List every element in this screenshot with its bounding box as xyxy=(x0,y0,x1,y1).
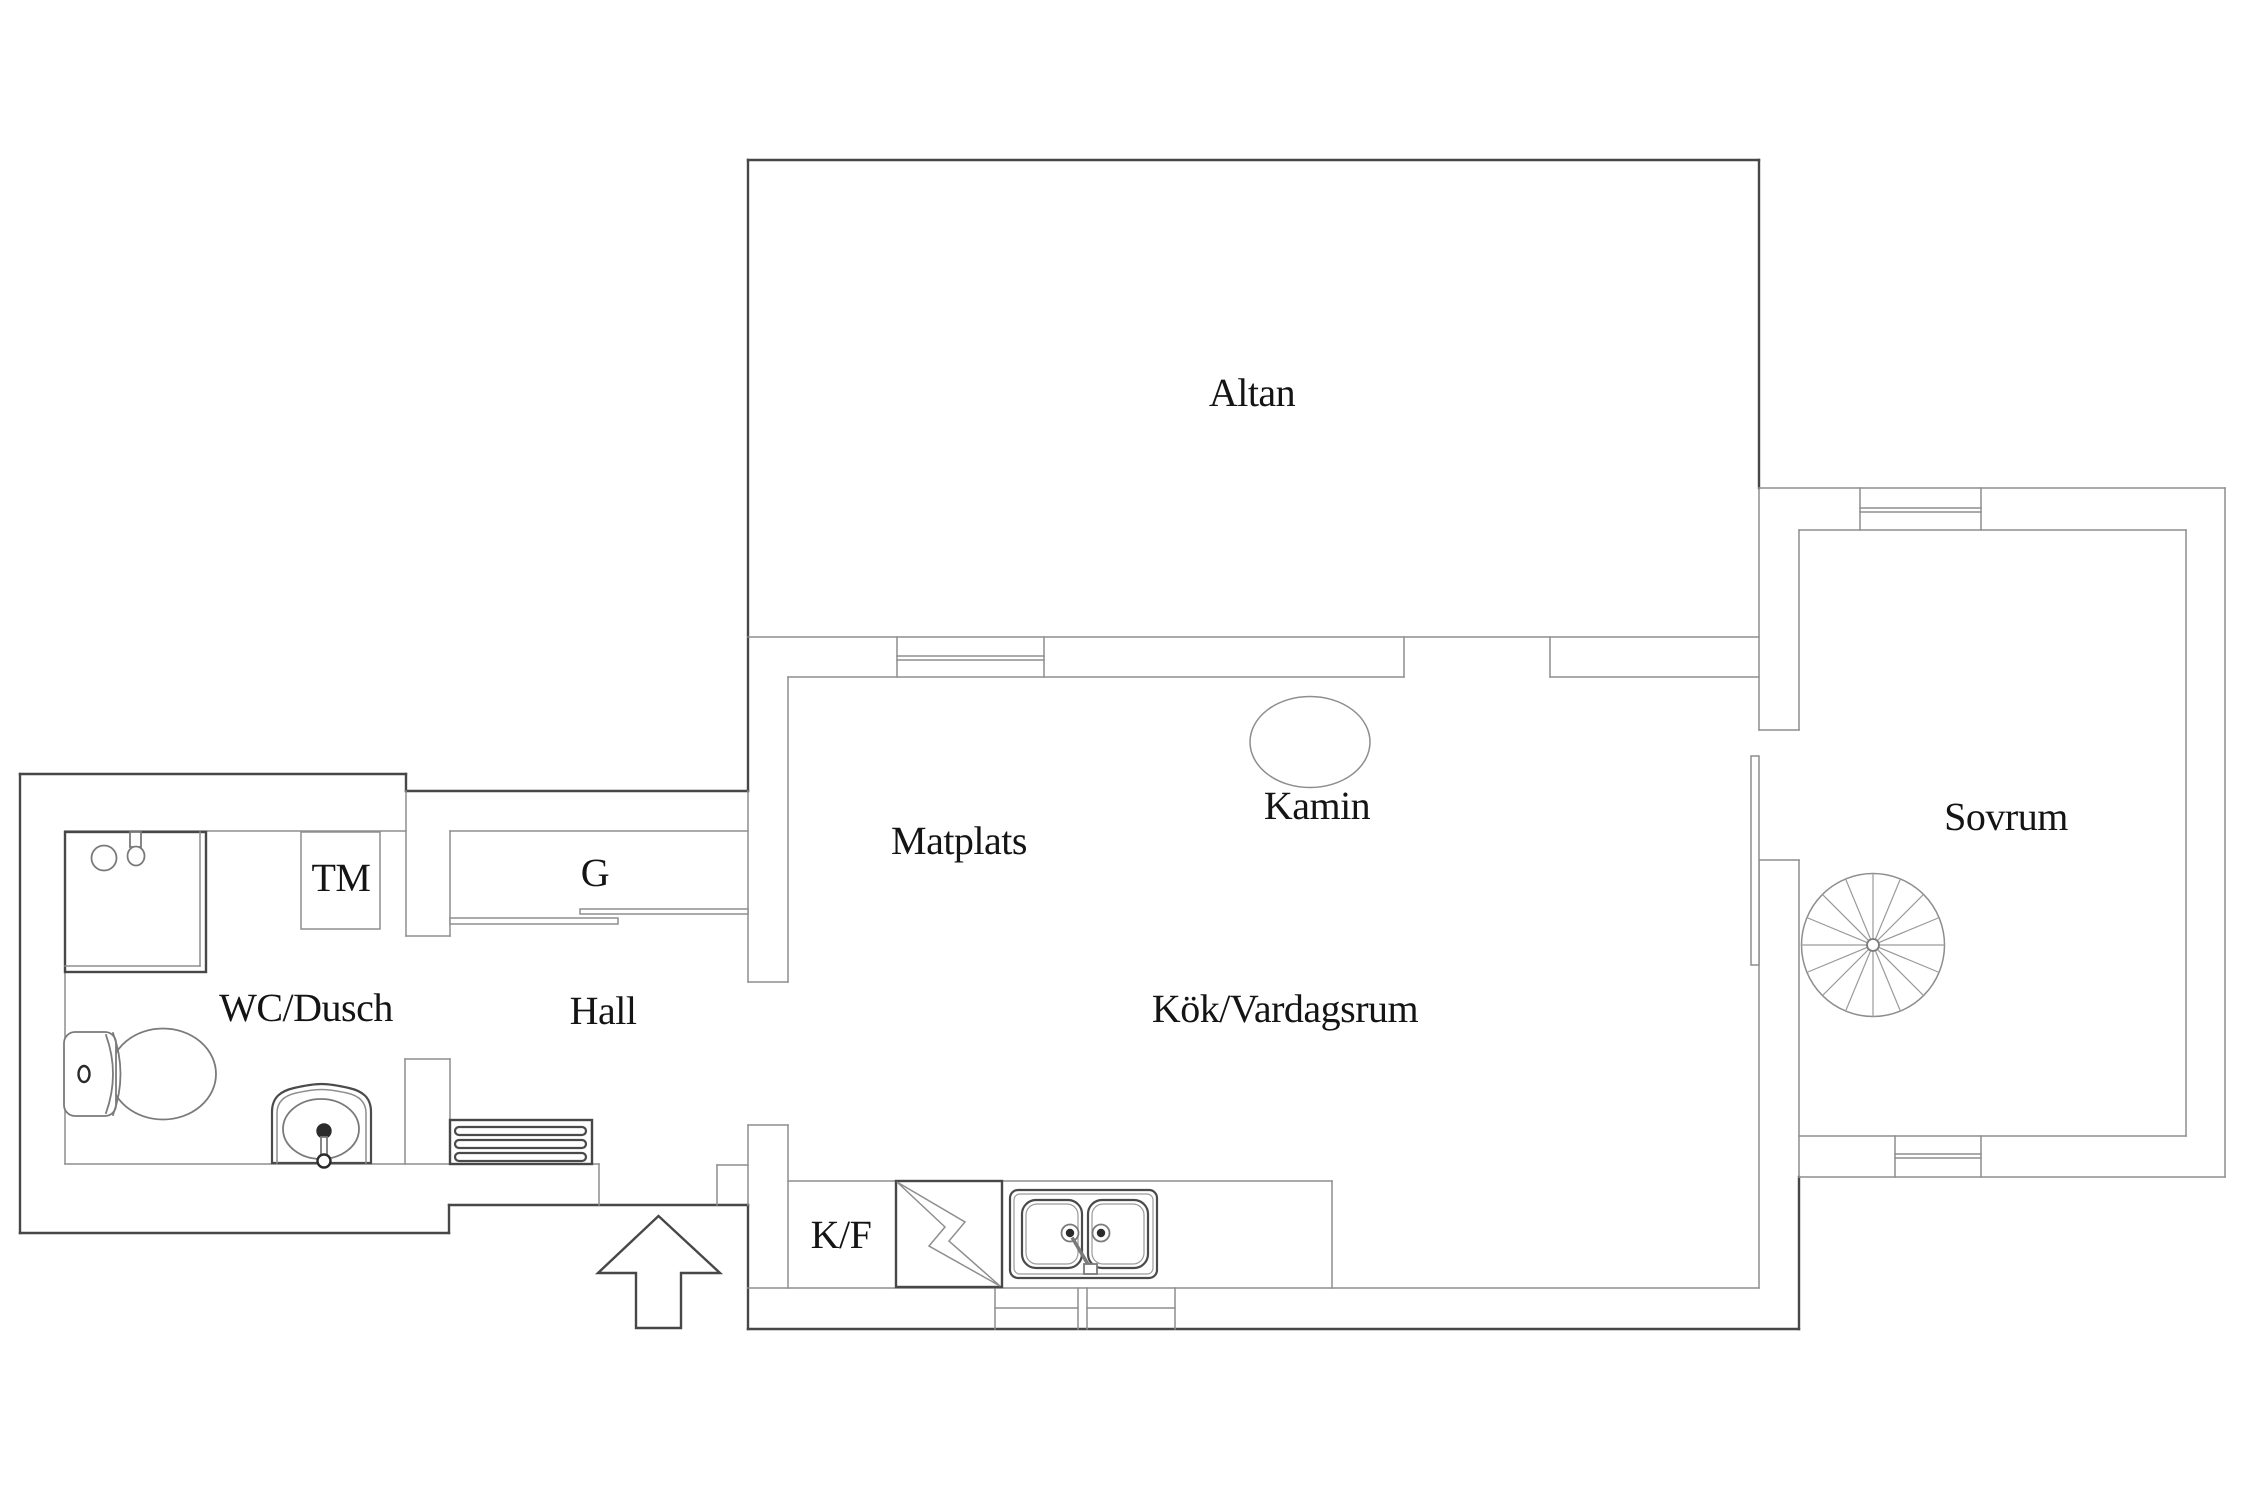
bath-sink-body-inner xyxy=(276,1088,367,1164)
spiral-stair-hub xyxy=(1866,938,1880,952)
hall-grille-slat-1 xyxy=(453,1125,588,1137)
plan-linework xyxy=(18,158,2226,1331)
toilet-bowl xyxy=(109,1027,217,1121)
bath-sink-tap-end xyxy=(316,1153,332,1169)
spiral-stair-spoke xyxy=(1876,948,1925,997)
kitchen-sink-tap-right-dot xyxy=(1096,1228,1106,1238)
spiral-stair-spoke xyxy=(1876,893,1925,942)
room-label-altan: Altan xyxy=(1209,370,1296,415)
spiral-stair-spoke xyxy=(1821,948,1870,997)
sovrum-sliding-door-leaf xyxy=(1750,755,1760,966)
spiral-stair-spoke xyxy=(1844,949,1872,1012)
fireplace xyxy=(1249,695,1371,789)
room-label-hall: Hall xyxy=(570,988,637,1033)
spiral-stair-spoke xyxy=(1877,916,1940,944)
kitchen-sink-lever-fitting xyxy=(1083,1263,1098,1275)
spiral-stair-spoke xyxy=(1877,946,1940,974)
spiral-stair-spoke xyxy=(1806,946,1869,974)
spiral-stair-spoke xyxy=(1874,878,1902,941)
shower-drain xyxy=(90,844,118,872)
closet-sliding-rail-left xyxy=(449,917,619,925)
hall-grille-slat-3 xyxy=(453,1151,588,1163)
room-label-kamin: Kamin xyxy=(1264,783,1371,828)
room-label-sovrum: Sovrum xyxy=(1944,794,2068,839)
room-label-tm: TM xyxy=(312,855,371,900)
kitchen-sink-basin-right xyxy=(1086,1198,1150,1270)
spiral-stair-spoke xyxy=(1874,949,1902,1012)
room-label-kf: K/F xyxy=(811,1212,872,1257)
hall-grille-slat-2 xyxy=(453,1138,588,1150)
toilet-flush-button xyxy=(77,1064,91,1084)
shower-mixer-knob xyxy=(126,845,146,867)
toilet-seat-hinge-1 xyxy=(104,1033,114,1115)
closet-sliding-rail-right xyxy=(579,908,749,915)
spiral-stair-spoke xyxy=(1806,916,1869,944)
bath-sink-tap-stem xyxy=(320,1136,328,1156)
room-label-kok-vardagsrum: Kök/Vardagsrum xyxy=(1152,986,1419,1031)
room-label-g: G xyxy=(581,850,609,895)
entrance-arrow xyxy=(594,1214,724,1330)
plan-labels: Altan Matplats Kamin Kök/Vardagsrum Sovr… xyxy=(219,370,2069,1257)
kitchen-sink-lever xyxy=(1070,1236,1092,1269)
spiral-stair-spoke xyxy=(1821,893,1870,942)
bath-sink-tap xyxy=(316,1123,332,1139)
kitchen-sink-basin-left xyxy=(1020,1198,1084,1270)
room-label-wc-dusch: WC/Dusch xyxy=(219,985,393,1030)
stove-bolt-icon xyxy=(896,1181,1001,1287)
washing-machine xyxy=(300,831,381,930)
toilet-seat-hinge-2 xyxy=(111,1031,122,1117)
spiral-stair-spoke xyxy=(1844,878,1872,941)
kitchen-sink-tap-left-dot xyxy=(1065,1228,1075,1238)
room-label-matplats: Matplats xyxy=(891,818,1027,863)
shower-mixer-neck xyxy=(129,831,142,848)
